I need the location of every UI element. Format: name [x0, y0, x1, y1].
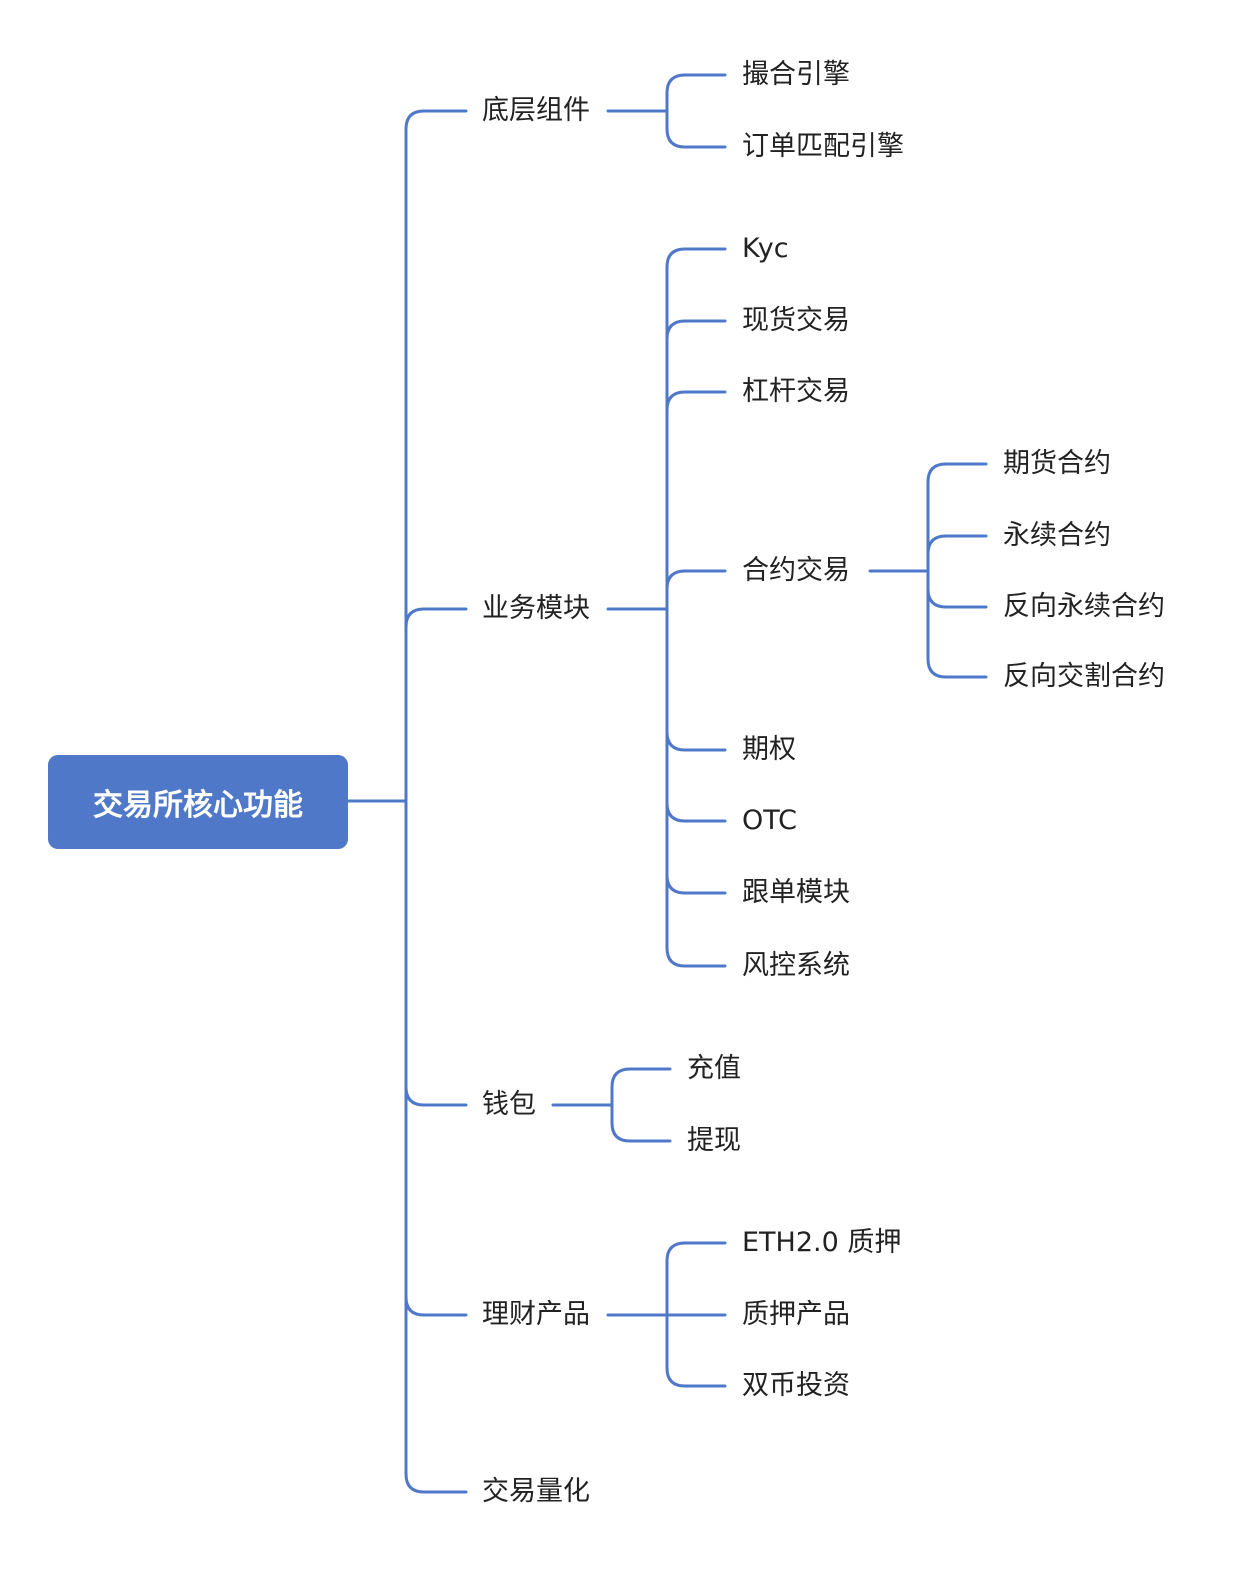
node-withdraw[interactable]: 提现: [687, 1125, 741, 1156]
node-contract-trading[interactable]: 合约交易: [742, 555, 850, 586]
branch-stubs: [422, 109, 468, 1494]
finance-connector: [606, 1241, 727, 1388]
branch-wallet[interactable]: 钱包: [482, 1089, 536, 1120]
branch-underlying[interactable]: 底层组件: [482, 95, 590, 126]
node-futures-contract[interactable]: 期货合约: [1003, 448, 1111, 479]
main-trunk: [404, 109, 426, 1494]
node-dual-investment[interactable]: 双币投资: [742, 1370, 850, 1401]
branch-business[interactable]: 业务模块: [482, 593, 590, 624]
branch-quant[interactable]: 交易量化: [482, 1476, 590, 1507]
node-kyc[interactable]: Kyc: [742, 233, 789, 264]
node-margin-trading[interactable]: 杠杆交易: [742, 376, 850, 407]
branch-connector: [404, 1295, 426, 1317]
node-matching-engine[interactable]: 撮合引擎: [742, 59, 850, 90]
branch-connector: [404, 1085, 426, 1107]
root-node[interactable]: 交易所核心功能: [48, 755, 348, 849]
node-copy-trading[interactable]: 跟单模块: [742, 877, 850, 908]
node-spot-trading[interactable]: 现货交易: [742, 305, 850, 336]
branch-connector: [404, 607, 426, 629]
underlying-connector: [606, 73, 727, 149]
node-inverse-delivery-contract[interactable]: 反向交割合约: [1003, 661, 1165, 692]
wallet-connector: [551, 1067, 672, 1143]
node-order-matching-engine[interactable]: 订单匹配引擎: [742, 131, 904, 162]
node-deposit[interactable]: 充值: [687, 1053, 741, 1084]
node-inverse-perpetual-contract[interactable]: 反向永续合约: [1003, 591, 1165, 622]
business-connector: [606, 247, 727, 968]
node-eth2-staking[interactable]: ETH2.0 质押: [742, 1227, 902, 1258]
node-otc[interactable]: OTC: [742, 805, 798, 836]
branch-finance[interactable]: 理财产品: [482, 1299, 590, 1330]
node-options[interactable]: 期权: [742, 734, 796, 765]
node-staking-products[interactable]: 质押产品: [742, 1299, 850, 1330]
contract-connector: [868, 462, 988, 679]
node-risk-control[interactable]: 风控系统: [742, 950, 850, 981]
node-perpetual-contract[interactable]: 永续合约: [1003, 520, 1111, 551]
